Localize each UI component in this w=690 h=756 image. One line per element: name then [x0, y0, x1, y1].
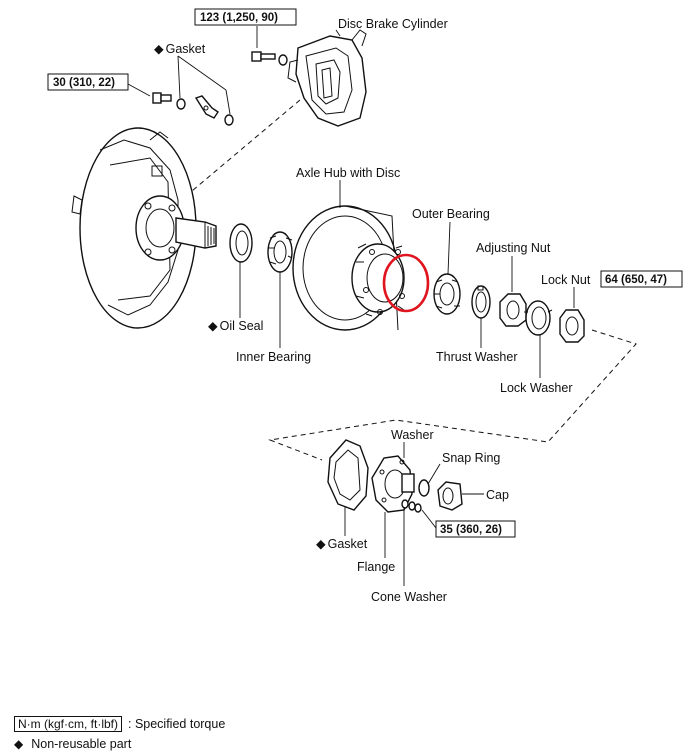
thrust-washer: [471, 285, 491, 319]
flange: [371, 455, 415, 513]
label-thrust-washer: Thrust Washer: [436, 350, 518, 364]
cone-washer-nut: [401, 499, 422, 513]
non-reusable-marker: ◆: [316, 537, 326, 551]
adjusting-nut: [499, 293, 527, 327]
cap: [437, 481, 463, 511]
non-reusable-marker: ◆: [154, 42, 164, 56]
label-adjusting-nut: Adjusting Nut: [476, 241, 551, 255]
legend-torque-unit: N·m (kgf·cm, ft·lbf): [14, 716, 122, 732]
torque-box-backing-plate: 30 (310, 22): [47, 73, 129, 91]
highlight-circle: [382, 253, 430, 313]
label-snap-ring: Snap Ring: [442, 451, 500, 465]
spindle: [175, 217, 217, 249]
legend-non-reusable-desc: Non-reusable part: [31, 737, 132, 751]
label-gasket-bottom: ◆Gasket: [316, 537, 368, 551]
non-reusable-marker: ◆: [208, 319, 218, 333]
legend-diamond-marker: ◆: [14, 737, 24, 751]
svg-text:35 (360, 26): 35 (360, 26): [440, 524, 502, 536]
label-lock-nut: Lock Nut: [541, 273, 591, 287]
torque-box-caliper: 123 (1,250, 90): [194, 8, 297, 26]
legend-non-reusable: ◆ Non-reusable part: [14, 737, 131, 751]
label-cone-washer: Cone Washer: [371, 590, 447, 604]
lock-nut: [559, 309, 585, 343]
caliper-bolt: [251, 51, 288, 66]
backing-plate-bolt-group: [152, 92, 234, 126]
snap-ring: [418, 479, 430, 497]
lower-gasket: [327, 439, 369, 511]
legend-torque-desc: : Specified torque: [128, 717, 226, 731]
svg-text:64 (650, 47): 64 (650, 47): [605, 274, 667, 286]
label-washer: Washer: [391, 428, 434, 442]
inner-bearing: [267, 231, 293, 273]
label-gasket-top: ◆Gasket: [154, 42, 206, 56]
legend-torque: N·m (kgf·cm, ft·lbf) : Specified torque: [14, 716, 225, 732]
label-inner-bearing: Inner Bearing: [236, 350, 311, 364]
label-disc-brake-cylinder: Disc Brake Cylinder: [338, 17, 448, 31]
svg-text:30 (310, 22): 30 (310, 22): [53, 77, 115, 89]
label-flange: Flange: [357, 560, 395, 574]
label-oil-seal: ◆Oil Seal: [208, 319, 263, 333]
disc-brake-cylinder: [287, 29, 367, 127]
backing-plate: [71, 127, 197, 329]
svg-text:123 (1,250, 90): 123 (1,250, 90): [200, 12, 278, 24]
oil-seal: [229, 223, 253, 263]
label-cap: Cap: [486, 488, 509, 502]
label-outer-bearing: Outer Bearing: [412, 207, 490, 221]
outer-bearing: [433, 273, 461, 315]
torque-box-lock-nut: 64 (650, 47): [600, 270, 683, 288]
lock-washer: [524, 300, 553, 336]
label-axle-hub-with-disc: Axle Hub with Disc: [296, 166, 400, 180]
torque-box-flange-nut: 35 (360, 26): [435, 520, 516, 538]
label-lock-washer: Lock Washer: [500, 381, 572, 395]
